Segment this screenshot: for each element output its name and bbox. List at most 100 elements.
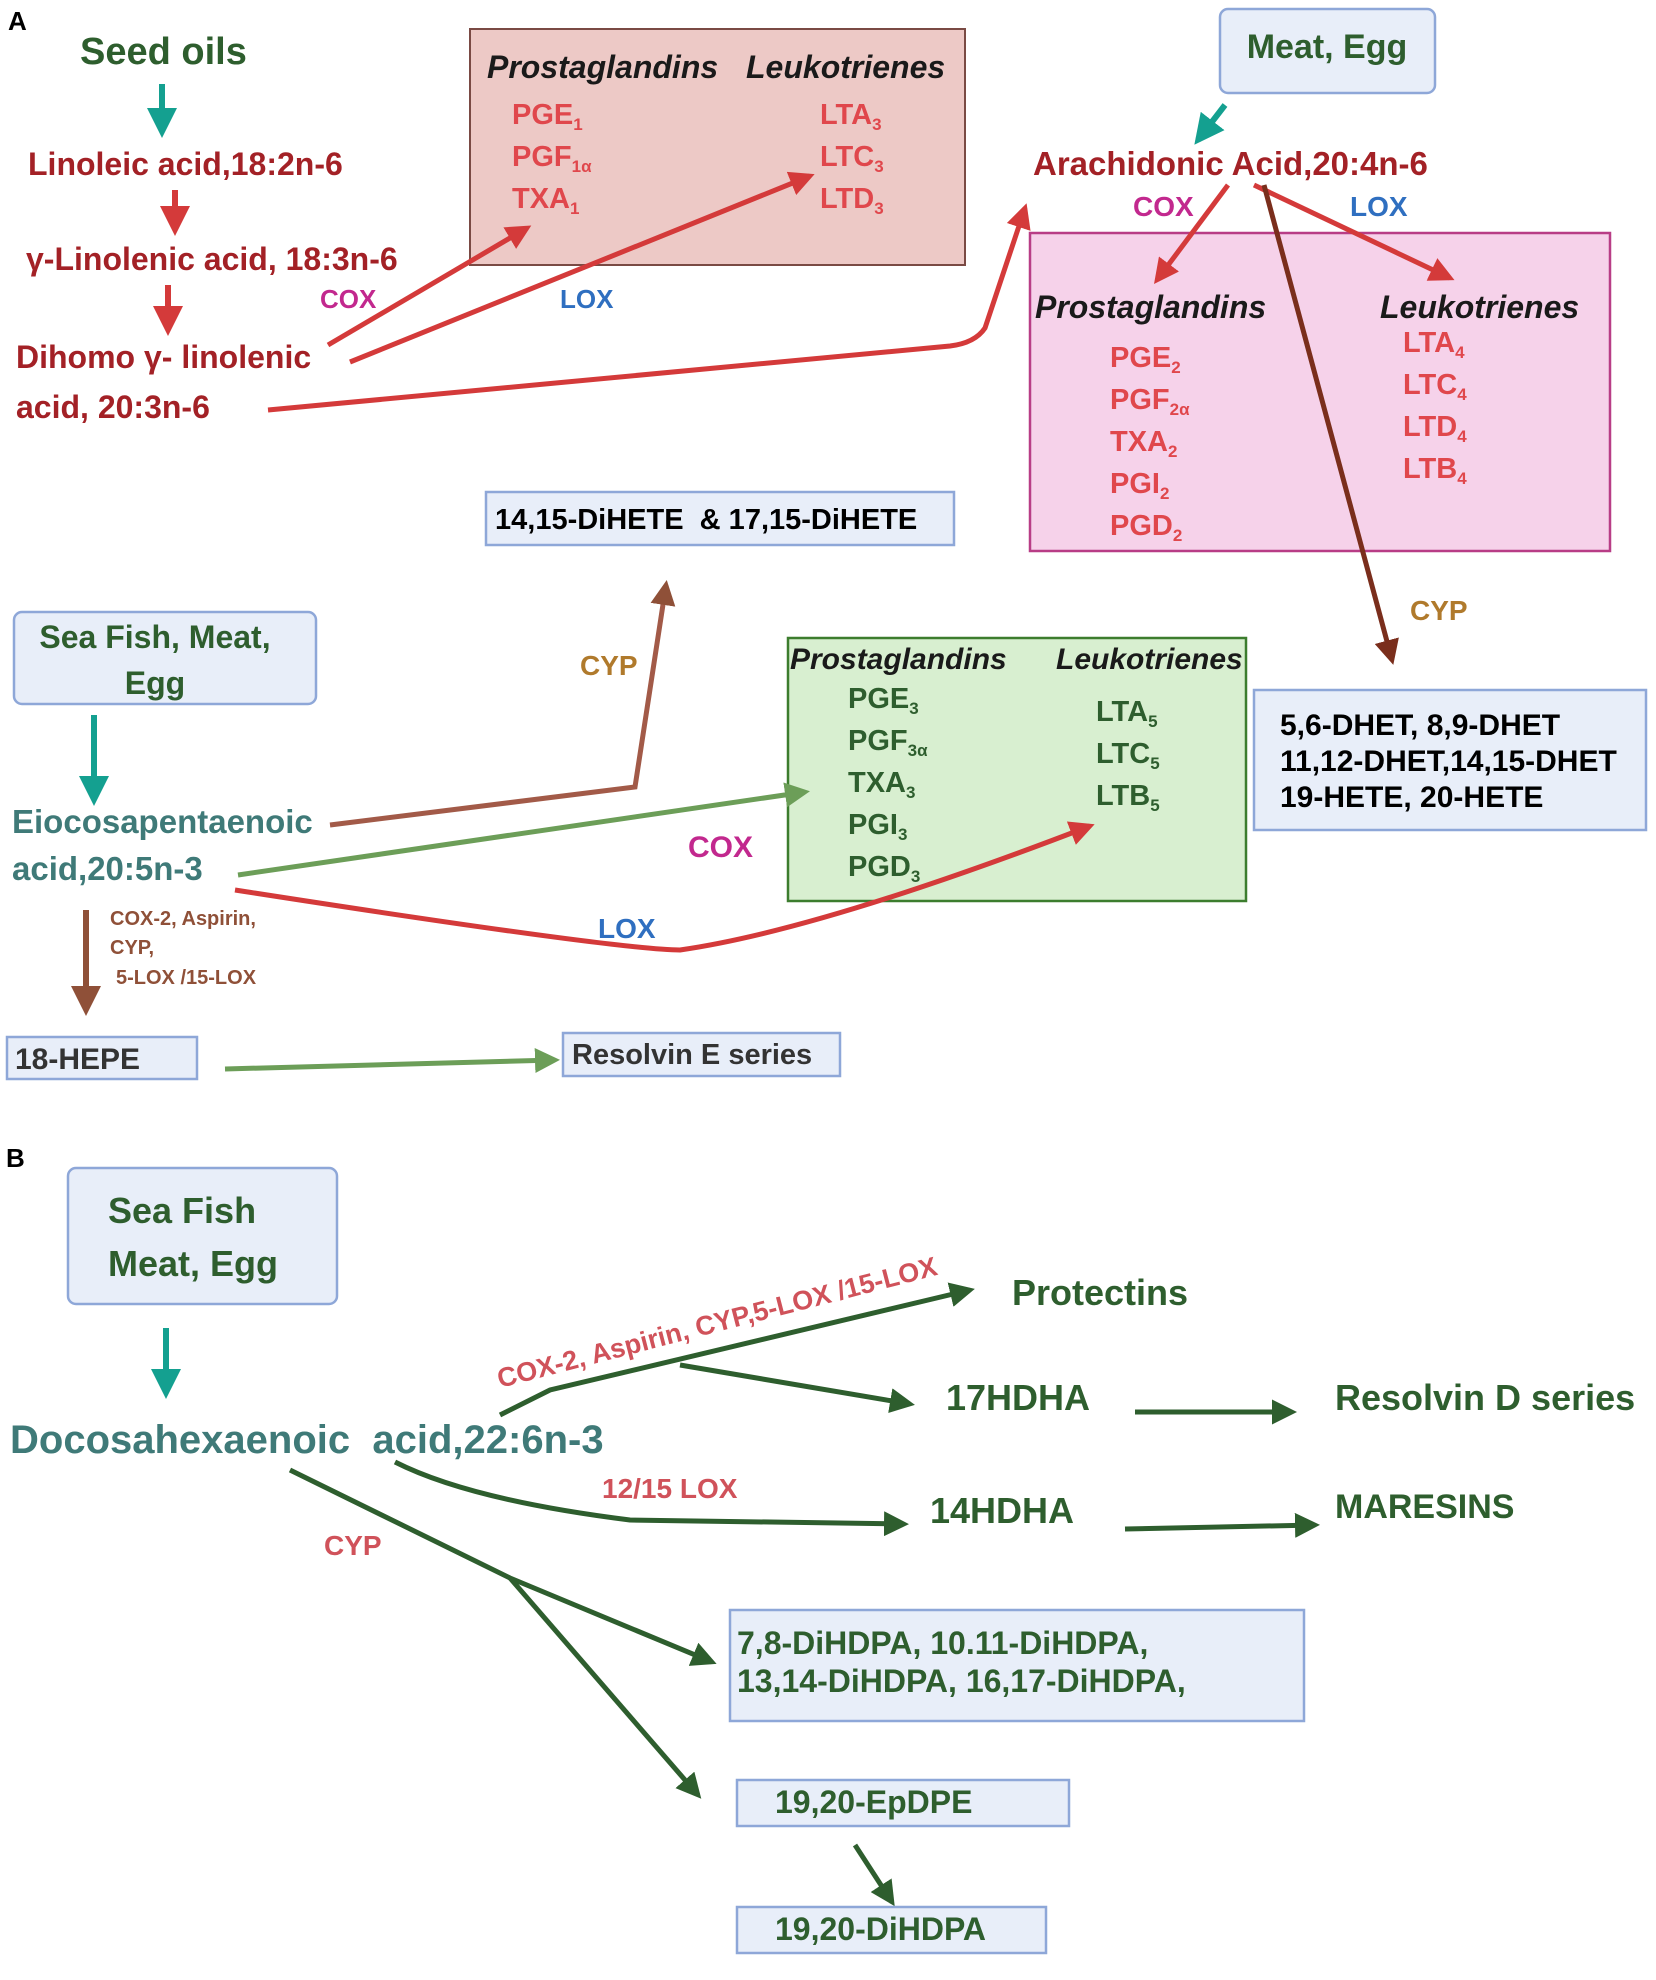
dihete-label: 14,15-DiHETE & 17,15-DiHETE xyxy=(495,504,917,536)
arachidonic-lox-arrow xyxy=(1252,182,1455,281)
linoleic-acid-label: Linoleic acid,18:2n-6 xyxy=(28,146,343,182)
eicosanoid-item: PGI3 xyxy=(848,809,907,844)
dihomo-label-line1: Dihomo γ- linolenic xyxy=(16,339,311,375)
cox-label-1: COX xyxy=(320,284,377,314)
series1-prostaglandins-title: Prostaglandins xyxy=(487,49,718,85)
epa-lox-arrow xyxy=(234,821,1095,953)
14hdha-label: 14HDHA xyxy=(930,1490,1074,1531)
maresins-label: MARESINS xyxy=(1335,1488,1514,1526)
dha-to-protectins-arrow xyxy=(498,1282,975,1418)
hepe-box xyxy=(5,1035,199,1081)
panel-a-label: A xyxy=(8,6,27,36)
dha-to-epdpe-arrow xyxy=(508,1576,702,1799)
meat-egg-box xyxy=(1218,7,1437,95)
sea-fish-a-line2: Egg xyxy=(125,665,185,701)
protectins-label: Protectins xyxy=(1012,1272,1188,1313)
dhet-line-2: 11,12-DHET,14,15-DHET xyxy=(1280,745,1617,778)
series3-prostaglandins-title: Prostaglandins xyxy=(790,643,1007,676)
sea-fish-box-a xyxy=(12,610,318,706)
eicosanoid-item: LTC5 xyxy=(1096,738,1160,773)
dihdpa-1920-label: 19,20-DiHDPA xyxy=(775,1911,986,1947)
arachidonic-cox-arrow xyxy=(1154,183,1231,285)
eicosanoid-item: PGD2 xyxy=(1110,510,1182,545)
epa-label-line1: Eiocosapentaenoic xyxy=(12,803,313,840)
dihomo-label-line2: acid, 20:3n-6 xyxy=(16,389,210,425)
meat-egg-label: Meat, Egg xyxy=(1247,28,1408,66)
eicosanoid-item: PGF3α xyxy=(848,725,928,760)
lox-label-2: LOX xyxy=(1350,191,1408,222)
eicosanoid-item: LTB5 xyxy=(1096,780,1160,815)
dha-to-17hdha-arrow xyxy=(679,1362,915,1413)
epa-enzymes-line1: COX-2, Aspirin, xyxy=(110,908,256,930)
arachidonic-acid-label: Arachidonic Acid,20:4n-6 xyxy=(1033,145,1428,182)
resolvin-e-label: Resolvin E series xyxy=(572,1039,812,1071)
dihdpa-line-2: 13,14-DiHDPA, 16,17-DiHDPA, xyxy=(737,1663,1186,1699)
arachidonic-cyp-arrow xyxy=(1261,184,1399,665)
hepe-label: 18-HEPE xyxy=(15,1043,140,1076)
eicosanoid-item: TXA2 xyxy=(1110,426,1177,461)
gamma-linolenic-label: γ-Linolenic acid, 18:3n-6 xyxy=(26,241,398,277)
dihomo-cox-arrow xyxy=(326,225,532,348)
14hdha-to-maresins-arrow xyxy=(1124,1512,1320,1538)
resolvin-d-label: Resolvin D series xyxy=(1335,1377,1635,1418)
epa-enzymes-line3: 5-LOX /15-LOX xyxy=(116,967,257,989)
series1-leukotrienes-title: Leukotrienes xyxy=(746,49,945,85)
eicosanoid-item: PGE2 xyxy=(1110,342,1181,377)
cyp-label-b: CYP xyxy=(324,1530,382,1561)
epdpe-box xyxy=(735,1778,1071,1828)
eicosanoid-item: LTD4 xyxy=(1403,411,1467,446)
eicosanoid-item: TXA1 xyxy=(512,183,579,218)
sea-fish-a-line1: Sea Fish, Meat, xyxy=(39,619,270,655)
eicosanoid-item: LTA3 xyxy=(820,99,882,134)
eicosanoid-item: LTC3 xyxy=(820,141,884,176)
eicosanoid-item: LTC4 xyxy=(1403,369,1467,404)
17hdha-label: 17HDHA xyxy=(946,1377,1090,1418)
meat-egg-arrow xyxy=(1194,103,1228,145)
eicosanoid-item: LTA4 xyxy=(1403,327,1465,362)
dihomo-lox-arrow xyxy=(349,171,815,365)
cyp-label-1: CYP xyxy=(580,650,638,681)
cyp-label-2: CYP xyxy=(1410,595,1468,626)
series2-leukotrienes-title: Leukotrienes xyxy=(1380,289,1579,325)
eicosanoid-item: LTD3 xyxy=(820,183,884,218)
eicosanoid-item: PGE1 xyxy=(512,99,583,134)
dihdpa-1920-box xyxy=(735,1905,1048,1955)
eicosanoid-item: PGE3 xyxy=(848,683,919,718)
seed-oils-label: Seed oils xyxy=(80,31,247,73)
lox-1215-label: 12/15 LOX xyxy=(602,1473,738,1504)
epa-cyp-arrow xyxy=(329,580,676,828)
eicosanoid-item: PGI2 xyxy=(1110,468,1169,503)
epdpe-label: 19,20-EpDPE xyxy=(775,1784,972,1820)
epa-cox-arrow xyxy=(237,782,810,878)
dihdpa-box xyxy=(728,1608,1306,1723)
dhet-box xyxy=(1252,688,1648,832)
dha-label: Docosahexaenoic acid,22:6n-3 xyxy=(10,1418,604,1462)
cox-label-3: COX xyxy=(688,831,753,864)
epa-label-line2: acid,20:5n-3 xyxy=(12,850,203,887)
sea-fish-box-b xyxy=(66,1166,339,1306)
dihomo-to-arachidonic-arrow xyxy=(267,203,1031,413)
dihdpa-line-1: 7,8-DiHDPA, 10.11-DiHDPA, xyxy=(737,1625,1148,1661)
hepe-to-resolvin-e-arrow xyxy=(224,1048,560,1074)
eicosanoid-item: PGF1α xyxy=(512,141,592,176)
dha-to-14hdha-arrow xyxy=(393,1459,909,1537)
series3-eicosanoid-box xyxy=(786,636,1248,903)
series2-prostaglandins-title: Prostaglandins xyxy=(1035,289,1266,325)
eicosanoid-item: LTB4 xyxy=(1403,453,1467,488)
dihete-box xyxy=(484,490,956,547)
eicosanoid-item: PGD3 xyxy=(848,851,920,886)
eicosanoid-item: LTA5 xyxy=(1096,696,1158,731)
epa-enzymes-line2: CYP, xyxy=(110,937,154,959)
cox-label-2: COX xyxy=(1133,191,1194,222)
series1-eicosanoid-box xyxy=(469,28,966,266)
series3-leukotrienes-title: Leukotrienes xyxy=(1056,643,1243,676)
epdpe-to-dihdpa-arrow xyxy=(852,1843,895,1907)
dhet-line-1: 5,6-DHET, 8,9-DHET xyxy=(1280,709,1560,742)
eicosanoid-item: PGF2α xyxy=(1110,384,1190,419)
